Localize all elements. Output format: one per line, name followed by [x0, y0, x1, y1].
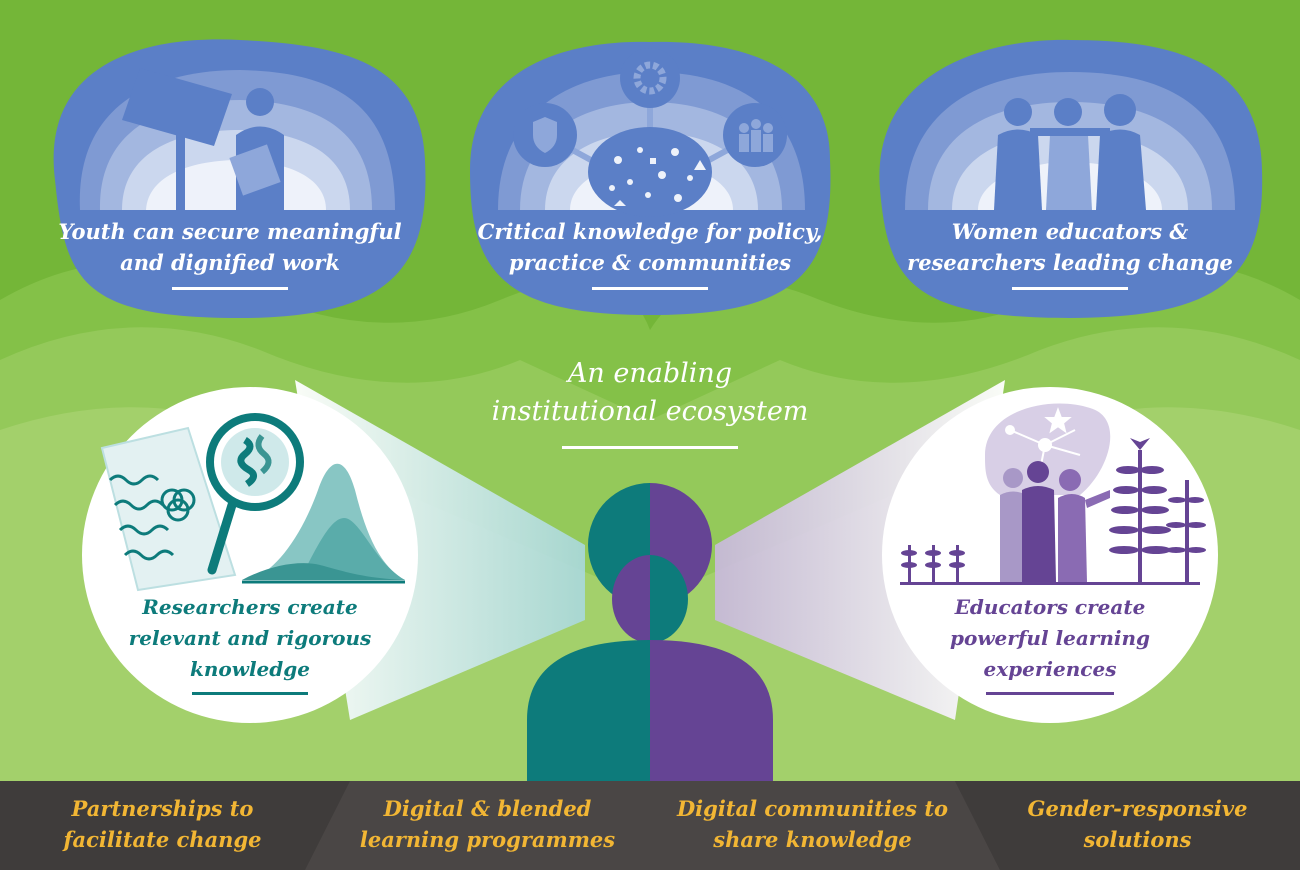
outcome-women-line2: researchers leading change	[907, 250, 1233, 275]
educators-line1: Educators create	[954, 595, 1146, 619]
educators-text: Educators create powerful learning exper…	[900, 592, 1200, 685]
center-title-line1: An enabling	[567, 358, 733, 389]
outcome-women-underline	[1012, 287, 1128, 290]
researchers-line1: Researchers create	[142, 595, 358, 619]
solar-panel-worker-icon	[122, 68, 284, 210]
teaching-group-icon	[900, 403, 1206, 585]
cloud-critical-knowledge	[470, 41, 831, 315]
outcome-youth-text: Youth can secure meaningful and dignifie…	[50, 216, 410, 278]
band-digital-communities-line1: Digital communities to	[676, 796, 949, 821]
women-group-icon	[994, 94, 1146, 210]
researchers-line3: knowledge	[190, 657, 310, 681]
researchers-text: Researchers create relevant and rigorous…	[100, 592, 400, 685]
outcome-women-line1: Women educators &	[951, 219, 1189, 244]
magnifier-research-icon	[100, 413, 405, 592]
outcome-knowledge-underline	[592, 287, 708, 290]
researchers-underline	[192, 692, 308, 695]
outcome-knowledge-text: Critical knowledge for policy, practice …	[470, 216, 830, 278]
outcome-women-text: Women educators & researchers leading ch…	[890, 216, 1250, 278]
band-partnerships-line1: Partnerships to	[71, 796, 254, 821]
center-title-underline	[562, 446, 738, 449]
outcome-knowledge-line2: practice & communities	[508, 250, 792, 275]
band-gender-responsive-line1: Gender-responsive	[1027, 796, 1248, 821]
researchers-bubble	[82, 387, 418, 723]
band-partnerships: Partnerships to facilitate change	[20, 793, 305, 863]
educators-line3: experiences	[983, 657, 1117, 681]
researchers-line2: relevant and rigorous	[128, 626, 372, 650]
outcome-knowledge-line1: Critical knowledge for policy,	[477, 219, 823, 244]
cloud-youth-work	[53, 39, 426, 319]
band-digital-blended: Digital & blended learning programmes	[330, 793, 645, 863]
band-gender-responsive-line2: solutions	[1083, 827, 1192, 852]
band-digital-communities: Digital communities to share knowledge	[655, 793, 970, 863]
outcome-youth-line1: Youth can secure meaningful	[58, 219, 402, 244]
educators-line2: powerful learning	[950, 626, 1150, 650]
bottom-band	[0, 781, 1300, 870]
band-digital-blended-line1: Digital & blended	[383, 796, 592, 821]
outcome-youth-line2: and dignified work	[120, 250, 340, 275]
educators-underline	[986, 692, 1114, 695]
central-person-icon	[527, 483, 773, 782]
band-partnerships-line2: facilitate change	[63, 827, 262, 852]
knowledge-network-icon	[513, 48, 787, 217]
center-title-line2: institutional ecosystem	[491, 396, 809, 427]
band-gender-responsive: Gender-responsive solutions	[990, 793, 1285, 863]
center-title: An enabling institutional ecosystem	[440, 355, 860, 431]
outcome-youth-underline	[172, 287, 288, 290]
educators-bubble	[882, 387, 1218, 723]
band-digital-blended-line2: learning programmes	[359, 827, 616, 852]
band-digital-communities-line2: share knowledge	[713, 827, 912, 852]
cloud-women-educators	[879, 39, 1263, 319]
